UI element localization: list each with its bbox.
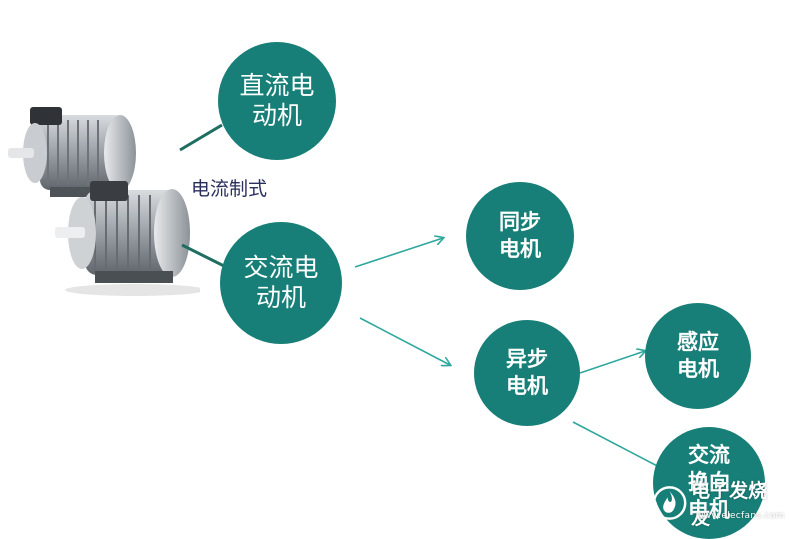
motor-back — [8, 107, 136, 197]
node-sync-motor-label: 同步 电机 — [499, 209, 541, 261]
root-label: 电流制式 — [191, 178, 268, 200]
motor-front — [55, 181, 200, 296]
watermark: 电子发烧友 www.elecfans.com — [652, 480, 785, 529]
arrow-async-induction — [579, 351, 645, 374]
watermark-text: 电子发烧友 — [691, 480, 768, 529]
node-async-motor-label: 异步 电机 — [506, 346, 548, 398]
node-commutator-motor-label: 交流 换向 电机 — [688, 443, 730, 522]
node-dc-motor-label: 直流电 动机 — [239, 70, 315, 131]
edge-root-dc — [179, 123, 223, 152]
motor-illustration — [8, 107, 200, 296]
flame-logo-icon — [652, 486, 687, 520]
node-induction-motor: 感应 电机 — [645, 303, 751, 409]
arrow-ac-sync — [354, 238, 443, 268]
node-dc-motor: 直流电 动机 — [218, 42, 336, 160]
node-commutator-motor: 交流 换向 电机 — [653, 427, 765, 539]
node-ac-motor-label: 交流电 动机 — [243, 252, 319, 313]
arrow-ac-async — [359, 317, 450, 365]
node-sync-motor: 同步 电机 — [466, 182, 574, 290]
arrow-async-commutator — [572, 421, 665, 470]
node-induction-motor-label: 感应 电机 — [677, 329, 719, 381]
edge-root-ac — [181, 243, 229, 270]
node-async-motor: 异步 电机 — [474, 320, 580, 426]
node-ac-motor: 交流电 动机 — [220, 222, 342, 344]
watermark-url: www.elecfans.com — [696, 511, 785, 521]
